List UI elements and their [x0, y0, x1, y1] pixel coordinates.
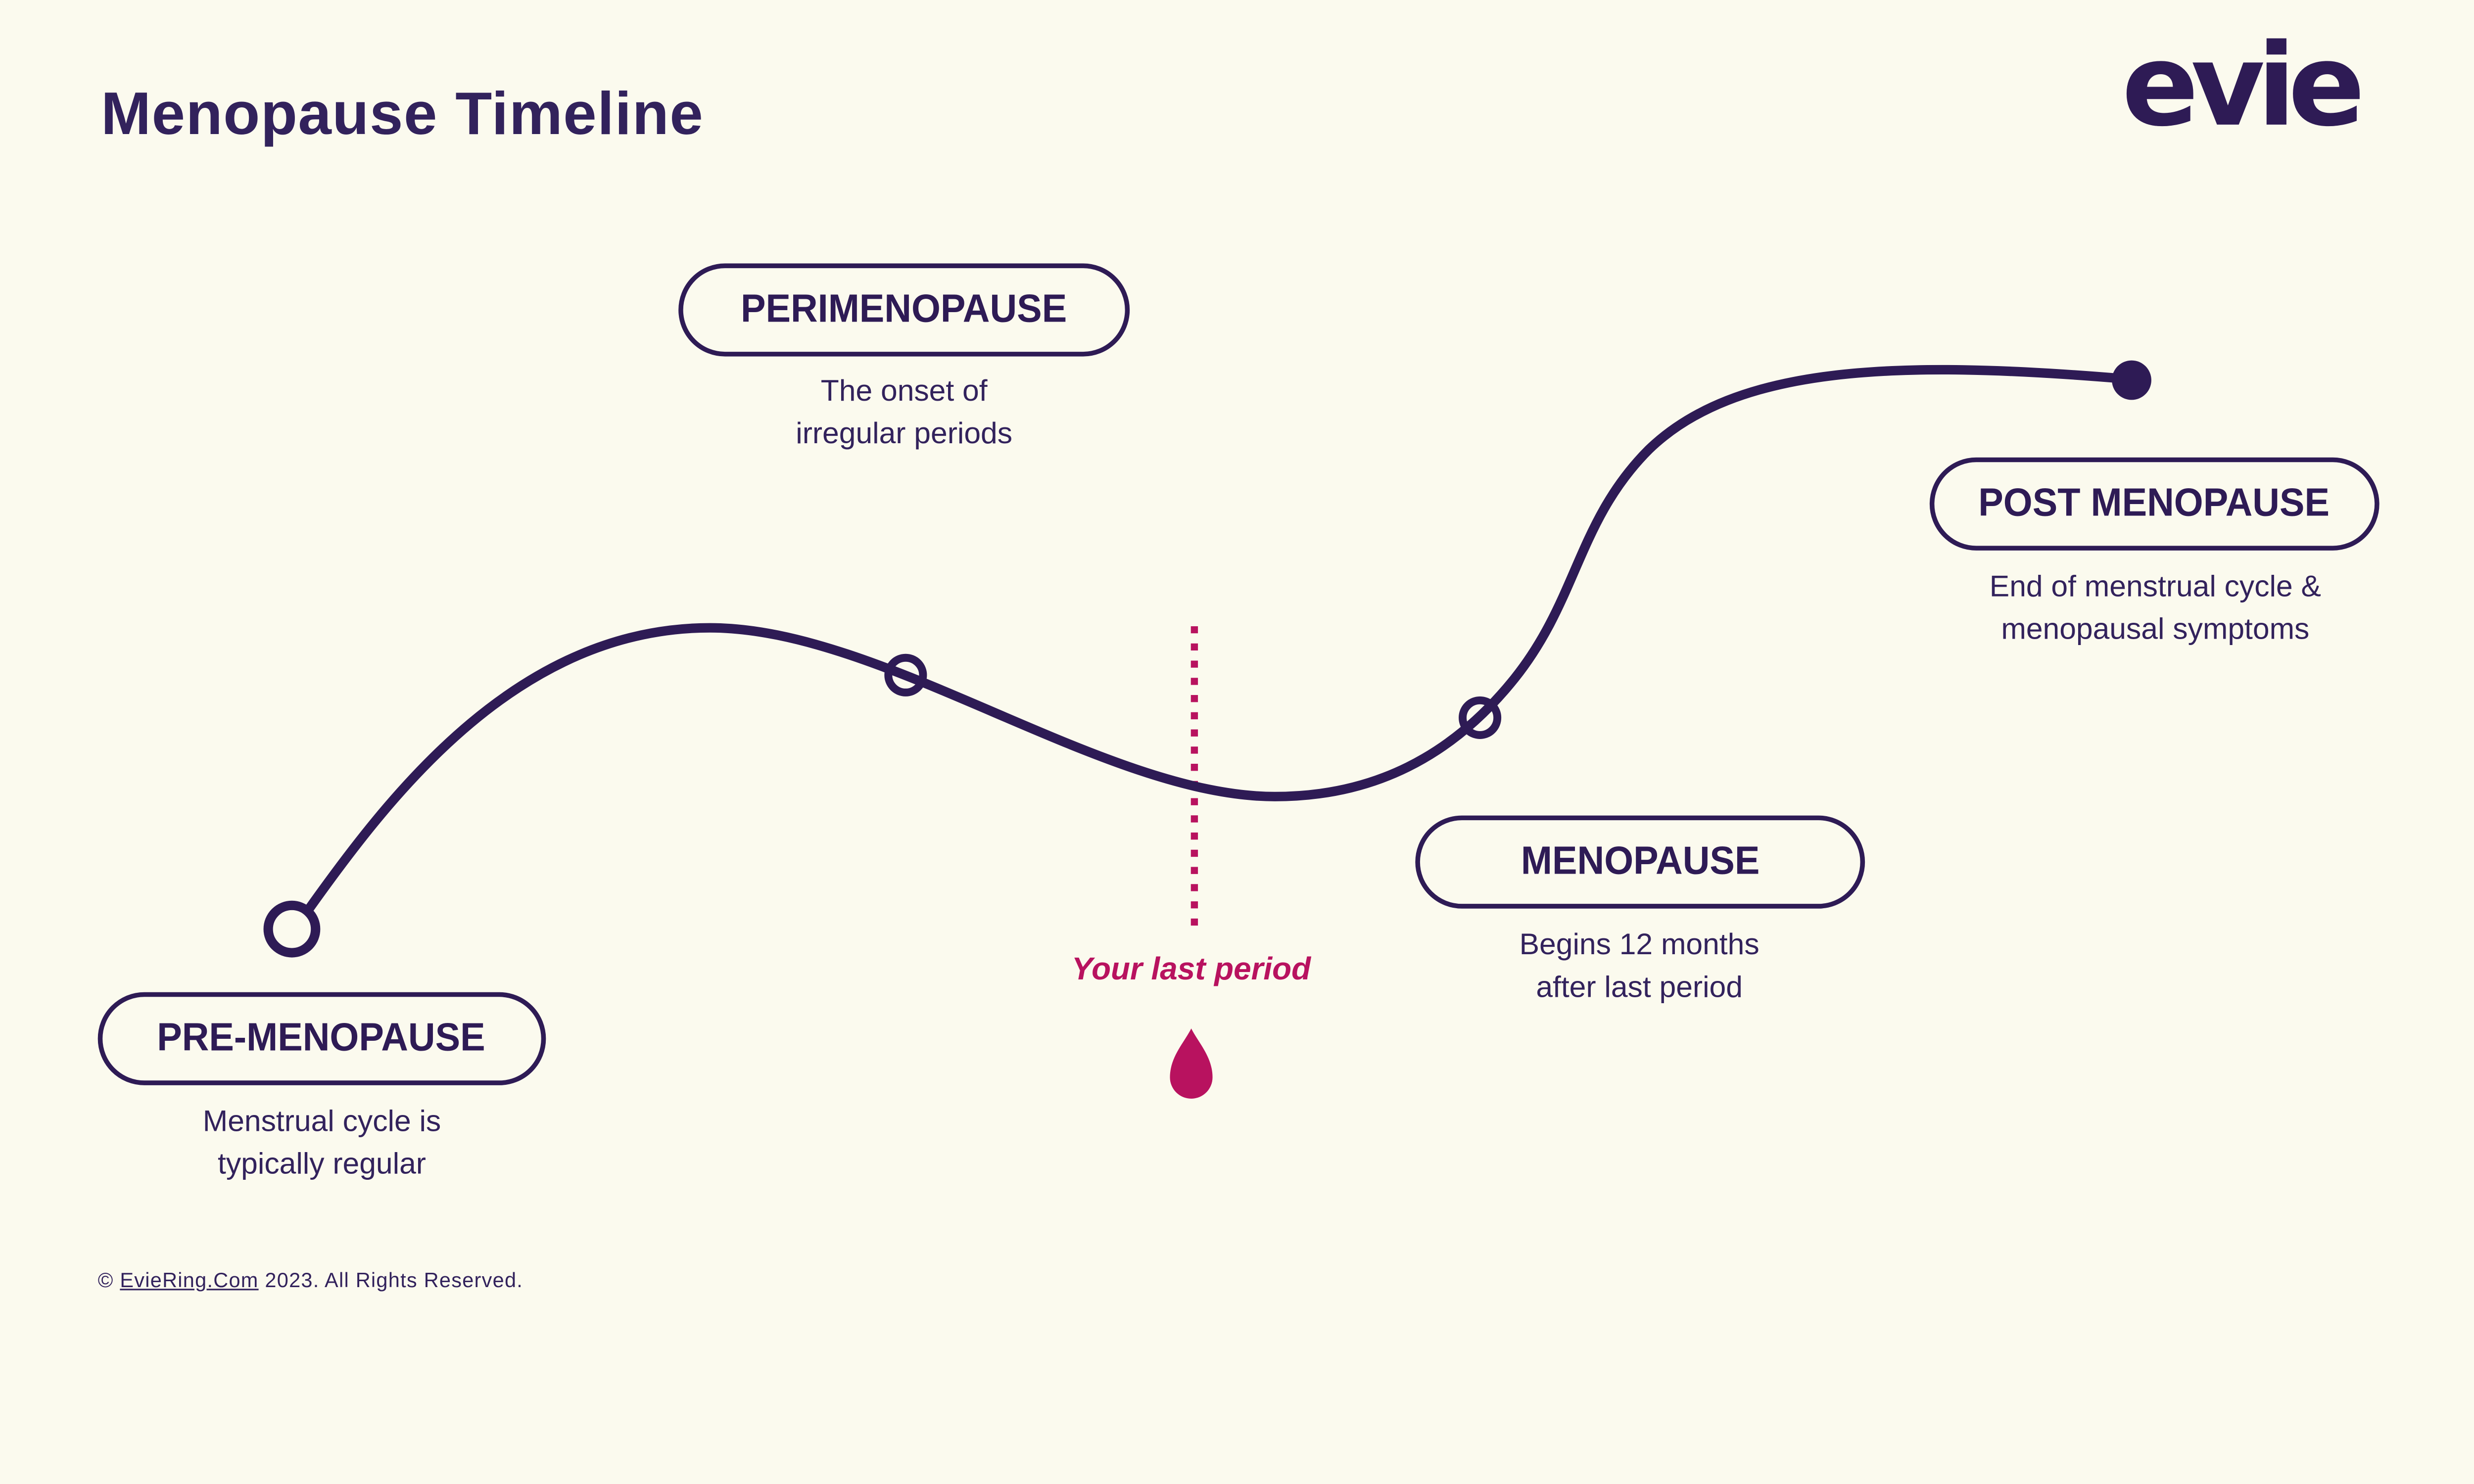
- stage-description-post-menopause: End of menstrual cycle & menopausal symp…: [1989, 571, 2321, 647]
- stage-label-post-menopause: POST MENOPAUSE: [1979, 481, 2331, 525]
- stage-description-pre-menopause: Menstrual cycle is typically regular: [202, 1106, 441, 1182]
- stage-label-pre-menopause: PRE-MENOPAUSE: [157, 1016, 486, 1060]
- menopause-open-circle-marker: [1459, 696, 1502, 739]
- copyright-rest: 2023. All Rights Reserved.: [265, 1268, 523, 1292]
- copyright-text: © EvieRing.Com 2023. All Rights Reserved…: [98, 1268, 523, 1292]
- stage-pill-pre-menopause: PRE-MENOPAUSE: [97, 992, 546, 1085]
- infographic-canvas: Menopause Timeline evie PRE-MENOPAUSE Me…: [97, 19, 2379, 1292]
- timeline-curve: [304, 365, 2127, 914]
- perimenopause-open-circle-marker: [884, 653, 927, 696]
- evie-ring-link[interactable]: EvieRing.Com: [120, 1268, 259, 1292]
- stage-label-menopause: MENOPAUSE: [1521, 839, 1760, 883]
- stage-pill-post-menopause: POST MENOPAUSE: [1929, 457, 2379, 551]
- evie-logo: evie: [2122, 19, 2365, 152]
- stage-description-menopause: Begins 12 months after last period: [1519, 929, 1760, 1005]
- post-menopause-filled-dot-marker: [2112, 360, 2151, 400]
- timeline-graphic: [263, 360, 2151, 1099]
- page-title: Menopause Timeline: [101, 82, 704, 148]
- stage-description-perimenopause: The onset of irregular periods: [796, 375, 1013, 451]
- stage-pill-perimenopause: PERIMENOPAUSE: [678, 263, 1130, 357]
- copyright-symbol: ©: [97, 1268, 114, 1292]
- stage-pill-menopause: MENOPAUSE: [1415, 815, 1865, 909]
- stage-label-perimenopause: PERIMENOPAUSE: [741, 287, 1067, 331]
- last-period-label: Your last period: [1071, 953, 1311, 988]
- pre-menopause-open-circle-marker: [263, 900, 321, 958]
- blood-drop-icon: [1170, 1028, 1213, 1099]
